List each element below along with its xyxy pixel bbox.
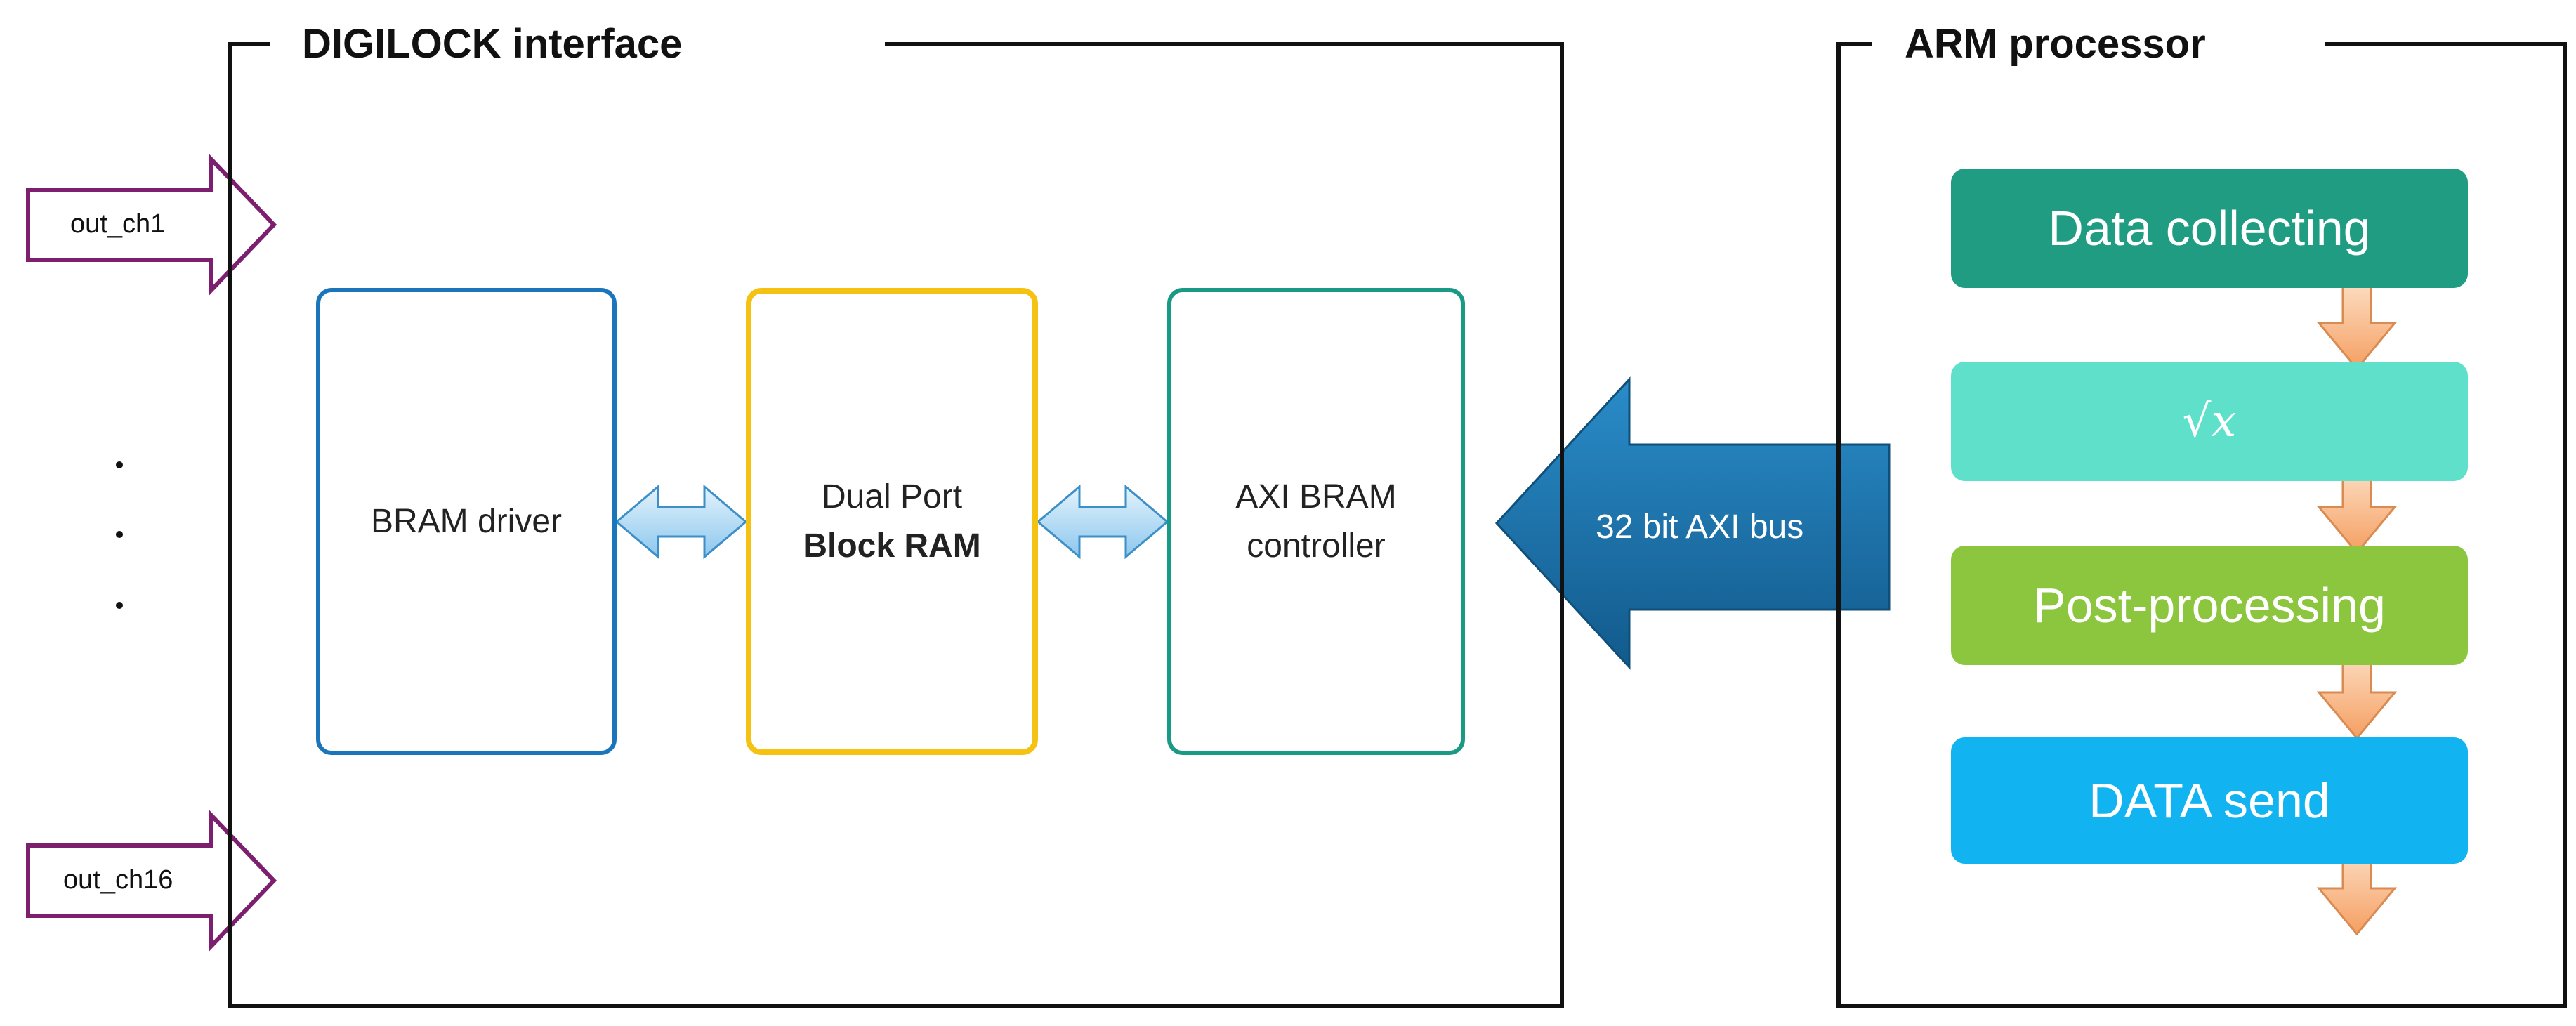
digilock-interface-title: DIGILOCK interface xyxy=(302,21,683,67)
arm-processor-frame xyxy=(1836,42,2567,1008)
block-ram-label-line2: Block RAM xyxy=(803,527,981,565)
step-post-processing: Post-processing xyxy=(1951,546,2468,665)
out-ch16-label: out_ch16 xyxy=(63,865,173,895)
ellipsis-dot-3 xyxy=(116,602,123,609)
axi-bram-controller-block: AXI BRAM controller xyxy=(1167,288,1465,755)
step-square-root: √x xyxy=(1951,362,2468,481)
block-ram-label-line1: Dual Port xyxy=(821,478,963,515)
step-data-send: DATA send xyxy=(1951,737,2468,864)
arm-frame-top-left xyxy=(1836,42,1872,46)
axi-bus-label: 32 bit AXI bus xyxy=(1596,508,1804,546)
out-ch1-label: out_ch1 xyxy=(70,209,166,239)
axi-bus-arrow xyxy=(1494,376,1891,670)
arm-processor-title: ARM processor xyxy=(1905,21,2206,67)
step-data-collecting: Data collecting xyxy=(1951,169,2468,288)
ellipsis-dot-2 xyxy=(116,531,123,538)
out-ch1-arrow xyxy=(26,153,277,296)
digilock-interface-frame xyxy=(228,42,1564,1008)
digilock-frame-top-right xyxy=(885,42,1564,46)
bram-driver-label: BRAM driver xyxy=(370,502,563,540)
digilock-frame-top-left xyxy=(228,42,270,46)
dual-port-block-ram: Dual Port Block RAM xyxy=(746,288,1038,755)
axi-controller-label-line1: AXI BRAM xyxy=(1235,478,1397,515)
axi-controller-label-line2: controller xyxy=(1247,527,1386,565)
ellipsis-dot-1 xyxy=(116,461,123,468)
out-ch16-arrow xyxy=(26,809,277,952)
arm-frame-top-right xyxy=(2325,42,2567,46)
bram-driver-block: BRAM driver xyxy=(316,288,617,755)
